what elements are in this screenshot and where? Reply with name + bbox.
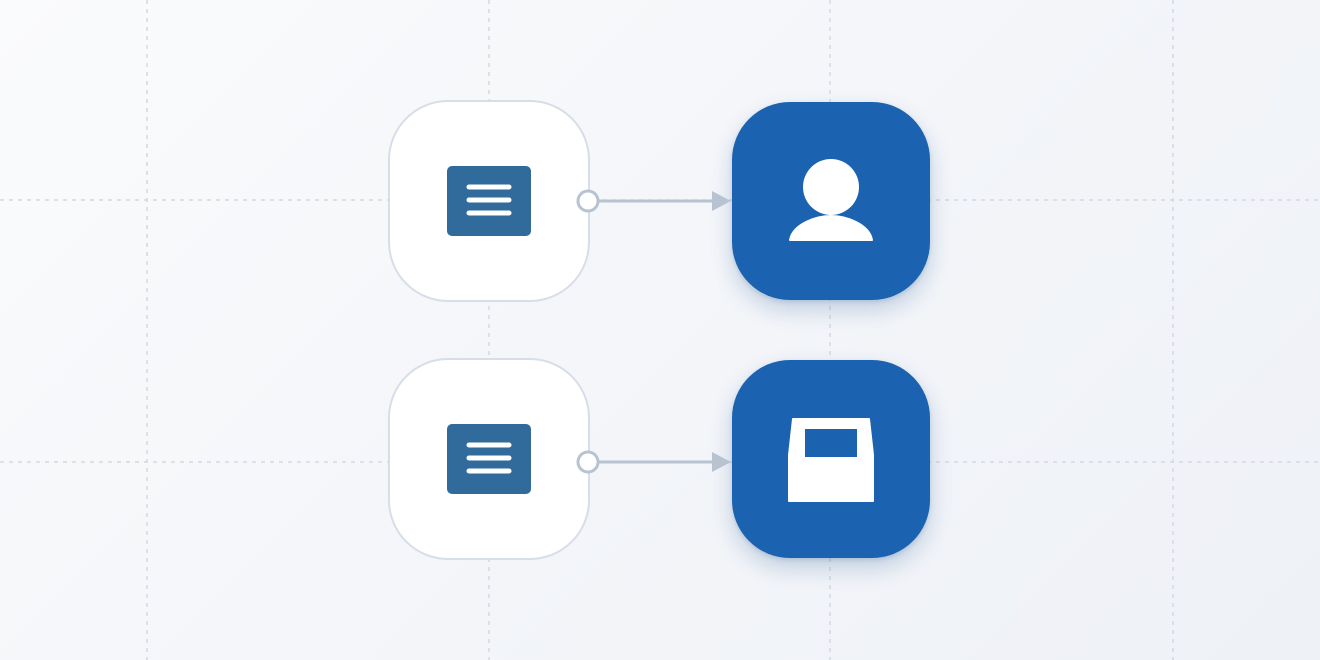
connector-port (576, 450, 600, 474)
connector-port (576, 189, 600, 213)
connector-edge-2[interactable] (576, 450, 731, 474)
text-document-icon (447, 424, 531, 494)
inbox-icon (788, 418, 874, 502)
connector-edge-1[interactable] (576, 189, 731, 213)
target-node-user[interactable] (732, 102, 930, 300)
user-icon (789, 159, 873, 241)
arrowhead-icon (712, 452, 731, 472)
target-node-inbox[interactable] (732, 360, 930, 558)
arrowhead-icon (712, 191, 731, 211)
text-document-icon (447, 166, 531, 236)
source-node-1[interactable] (388, 100, 590, 302)
source-node-2[interactable] (388, 358, 590, 560)
